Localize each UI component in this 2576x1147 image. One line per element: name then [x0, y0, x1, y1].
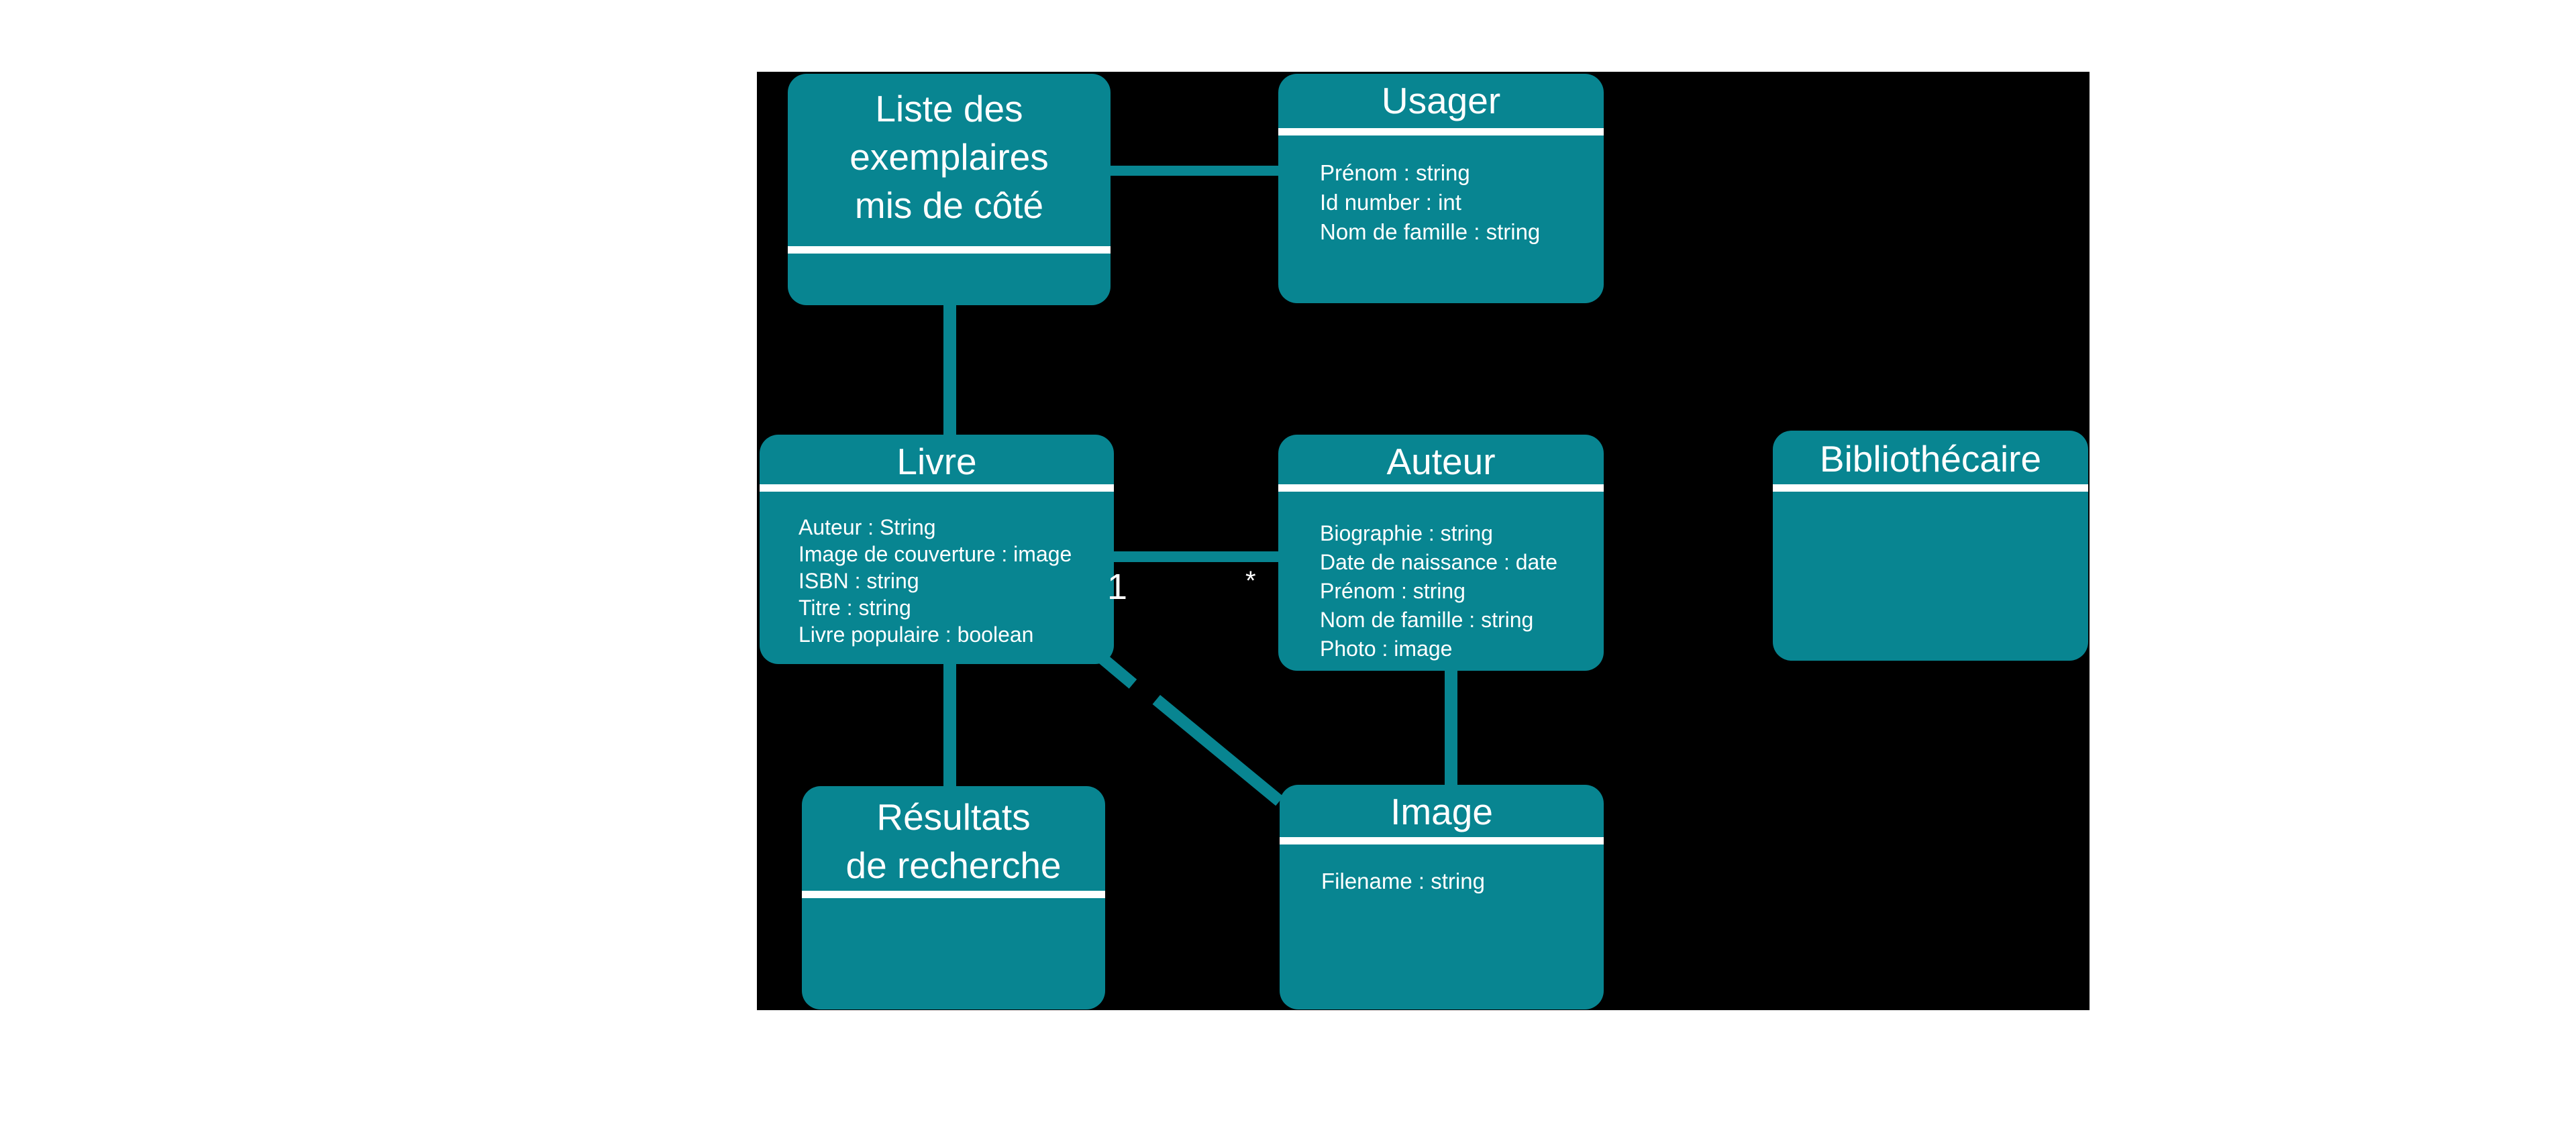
class-attribute: Biographie : string	[1320, 521, 1493, 545]
class-attribute: Livre populaire : boolean	[798, 622, 1034, 647]
class-box-bibliothecaire: Bibliothécaire	[1773, 431, 2088, 661]
connector-livre-auteur	[1114, 551, 1278, 562]
class-attribute: ISBN : string	[798, 569, 919, 593]
class-attribute: Nom de famille : string	[1320, 608, 1534, 632]
class-title-line: Bibliothécaire	[1819, 438, 2042, 480]
class-box-livre: Livre Auteur : String Image de couvertur…	[760, 435, 1114, 664]
class-divider	[1278, 484, 1604, 492]
class-title-line: mis de côté	[854, 184, 1044, 226]
class-box-auteur: Auteur Biographie : string Date de naiss…	[1278, 435, 1604, 671]
class-title: Auteur	[1278, 437, 1604, 486]
class-divider	[1278, 128, 1604, 135]
class-attributes: Auteur : String Image de couverture : im…	[798, 514, 1072, 648]
class-divider	[788, 246, 1111, 254]
class-title: Usager	[1278, 76, 1604, 125]
class-attributes: Biographie : string Date de naissance : …	[1320, 519, 1557, 663]
class-box-liste-exemplaires: Liste des exemplaires mis de côté	[788, 74, 1111, 305]
class-title-line: Image	[1390, 791, 1493, 832]
class-attribute: Photo : image	[1320, 637, 1453, 661]
class-attribute: Prénom : string	[1320, 160, 1470, 185]
class-attribute: Nom de famille : string	[1320, 219, 1541, 244]
class-attribute: Id number : int	[1320, 190, 1461, 215]
class-divider	[1773, 484, 2088, 492]
class-title-line: Liste des	[875, 88, 1023, 129]
class-box-usager: Usager Prénom : string Id number : int N…	[1278, 74, 1604, 303]
class-title-line: Usager	[1381, 80, 1501, 121]
class-title: Résultats de recherche	[802, 793, 1105, 889]
multiplicity-mark-auteur-end: *	[1245, 566, 1256, 596]
class-title-line: Livre	[896, 441, 977, 482]
connector-liste-livre	[943, 305, 956, 435]
class-divider	[760, 484, 1114, 492]
class-attribute: Date de naissance : date	[1320, 550, 1558, 574]
class-box-resultats-recherche: Résultats de recherche	[802, 786, 1105, 1009]
class-title: Liste des exemplaires mis de côté	[788, 85, 1111, 229]
class-attribute: Auteur : String	[798, 515, 936, 539]
class-attributes: Prénom : string Id number : int Nom de f…	[1320, 158, 1540, 247]
class-attribute: Prénom : string	[1320, 579, 1465, 603]
connector-auteur-image	[1445, 671, 1457, 785]
class-title-line: Résultats	[876, 796, 1031, 838]
class-divider	[802, 891, 1105, 898]
class-title: Bibliothécaire	[1773, 435, 2088, 483]
class-title: Image	[1280, 787, 1604, 836]
class-attribute: Titre : string	[798, 596, 911, 620]
class-attributes: Filename : string	[1321, 867, 1485, 895]
class-divider	[1280, 837, 1604, 844]
class-title-line: exemplaires	[849, 136, 1049, 178]
class-title-line: de recherche	[845, 844, 1062, 886]
class-box-image: Image Filename : string	[1280, 785, 1604, 1009]
class-title-line: Auteur	[1386, 441, 1496, 482]
class-title: Livre	[760, 437, 1114, 486]
class-attribute: Filename : string	[1321, 869, 1485, 893]
class-attribute: Image de couverture : image	[798, 542, 1072, 566]
multiplicity-label-livre-end: 1	[1107, 567, 1128, 607]
connector-liste-usager	[1111, 166, 1278, 176]
connector-livre-resultats	[943, 664, 956, 786]
